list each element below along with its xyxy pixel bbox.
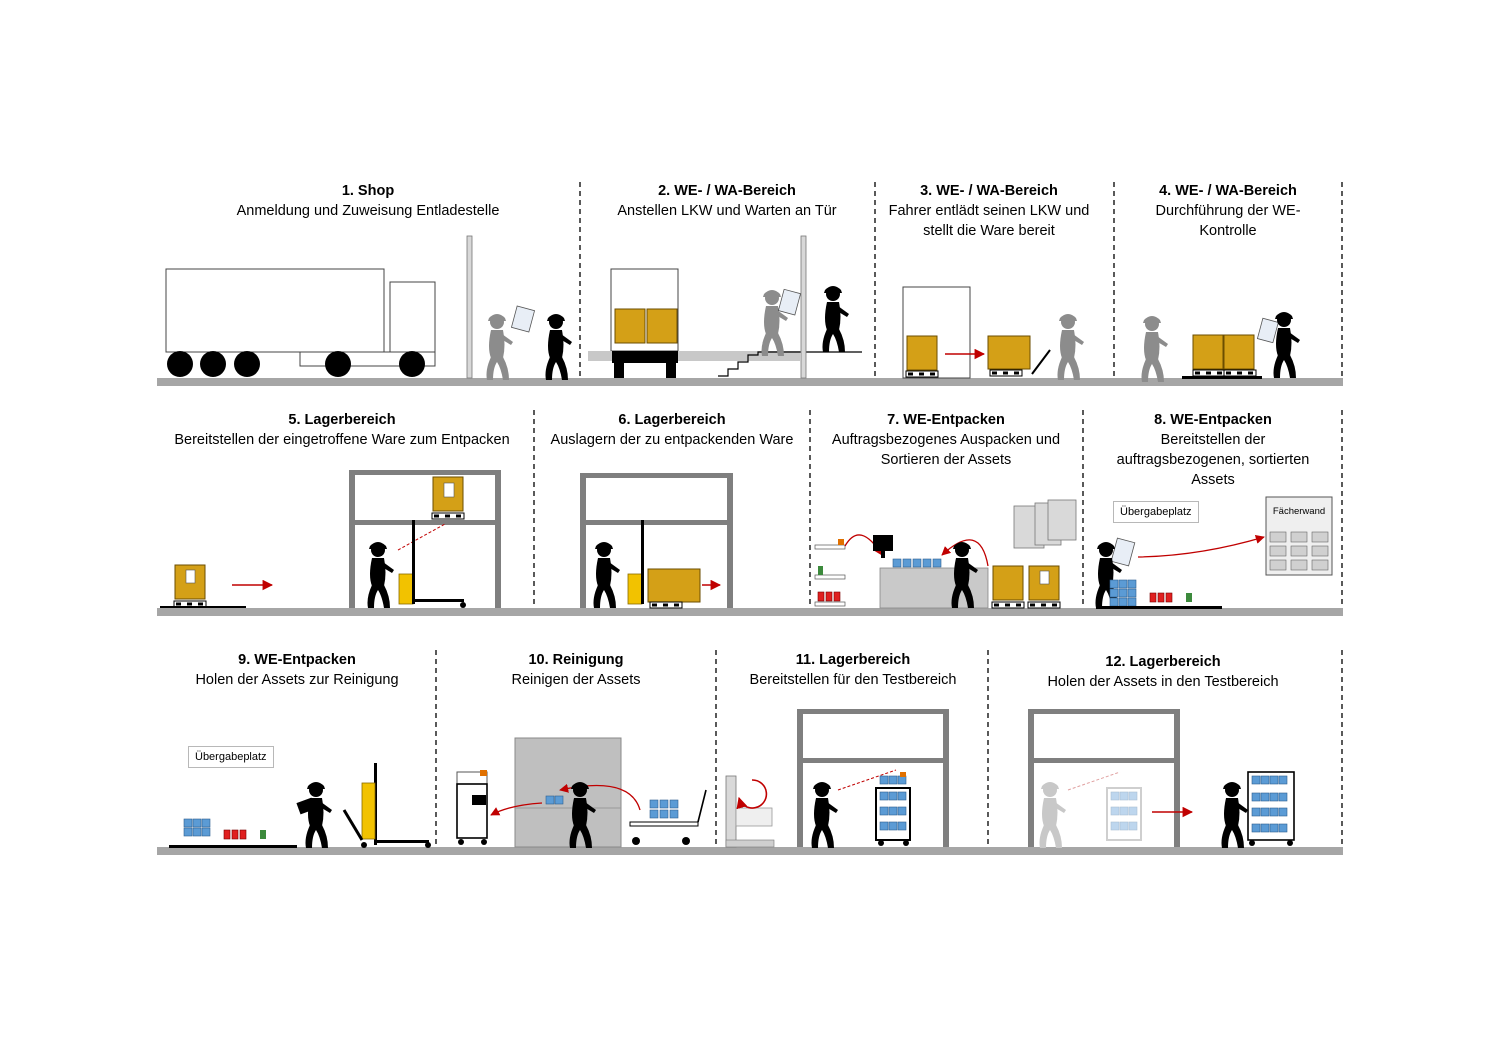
panel-title: 1. Shop	[341, 183, 395, 199]
floor-row-2	[157, 608, 1343, 616]
panel-title: 4. WE- / WA-Bereich	[1159, 183, 1297, 199]
panel-desc: Bereitstellen für den Testbereich	[749, 672, 957, 688]
panel-7-caption: 7. WE-Entpacken Auftragsbezogenes Auspac…	[818, 410, 1074, 470]
panel-desc: Holen der Assets zur Reinigung	[195, 672, 399, 688]
panel-title: 2. WE- / WA-Bereich	[658, 183, 796, 199]
compartment-wall-icon	[1265, 496, 1333, 576]
panel-6-caption: 6. Lagerbereich Auslagern der zu entpack…	[538, 410, 806, 450]
panel-title: 10. Reinigung	[528, 652, 624, 668]
rack-icon	[349, 470, 501, 608]
packaging-bins-icon	[1013, 499, 1077, 549]
panel-12-caption: 12. Lagerbereich Holen der Assets in den…	[994, 652, 1332, 692]
panel-4-caption: 4. WE- / WA-Bereich Durchführung der WE-…	[1140, 181, 1316, 241]
panel-title: 6. Lagerbereich	[618, 412, 726, 428]
truck-icon	[165, 268, 436, 377]
panel-11-caption: 11. Lagerbereich Bereitstellen für den T…	[722, 650, 984, 690]
panel-title: 12. Lagerbereich	[1105, 654, 1221, 670]
panel-2-caption: 2. WE- / WA-Bereich Anstellen LKW und Wa…	[585, 181, 869, 221]
dispenser-icon	[725, 775, 775, 848]
panel-desc: Fahrer entlädt seinen LKW und stellt die…	[888, 203, 1090, 239]
panel-8-caption: 8. WE-Entpacken Bereitstellen der auftra…	[1104, 410, 1322, 490]
panel-title: 9. WE-Entpacken	[238, 652, 356, 668]
sorting-shelf-icon	[814, 539, 846, 607]
handover-area-label: Übergabeplatz	[188, 746, 274, 768]
panel-desc: Durchführung der WE-Kontrolle	[1155, 203, 1301, 239]
panel-9-caption: 9. WE-Entpacken Holen der Assets zur Rei…	[160, 650, 434, 690]
panel-desc: Anstellen LKW und Warten an Tür	[617, 203, 837, 219]
floor-row-1	[157, 378, 1343, 386]
compartment-wall-label: Fächerwand	[1273, 506, 1325, 517]
cart-icon	[456, 770, 488, 845]
panel-5-caption: 5. Lagerbereich Bereitstellen der einget…	[160, 410, 524, 450]
panel-desc: Bereitstellen der auftragsbezogenen, sor…	[1116, 432, 1310, 488]
panel-title: 8. WE-Entpacken	[1154, 412, 1272, 428]
cleaning-machine-icon	[514, 737, 622, 848]
panel-desc: Auftragsbezogenes Auspacken und Sortiere…	[831, 432, 1061, 468]
panel-title: 3. WE- / WA-Bereich	[920, 183, 1058, 199]
panel-desc: Holen der Assets in den Testbereich	[1047, 674, 1279, 690]
panel-title: 5. Lagerbereich	[288, 412, 396, 428]
panel-desc: Bereitstellen der eingetroffene Ware zum…	[174, 432, 510, 448]
panel-title: 7. WE-Entpacken	[887, 412, 1005, 428]
panel-3-caption: 3. WE- / WA-Bereich Fahrer entlädt seine…	[878, 181, 1100, 241]
panel-10-caption: 10. Reinigung Reinigen der Assets	[440, 650, 712, 690]
handover-area-label: Übergabeplatz	[1113, 501, 1199, 523]
asset-trolley-icon	[875, 772, 911, 846]
panel-desc: Reinigen der Assets	[511, 672, 641, 688]
panel-1-caption: 1. Shop Anmeldung und Zuweisung Entlades…	[200, 181, 536, 221]
panel-desc: Auslagern der zu entpackenden Ware	[550, 432, 794, 448]
panel-title: 11. Lagerbereich	[795, 652, 911, 668]
panel-desc: Anmeldung und Zuweisung Entladestelle	[236, 203, 500, 219]
floor-row-3	[157, 847, 1343, 855]
